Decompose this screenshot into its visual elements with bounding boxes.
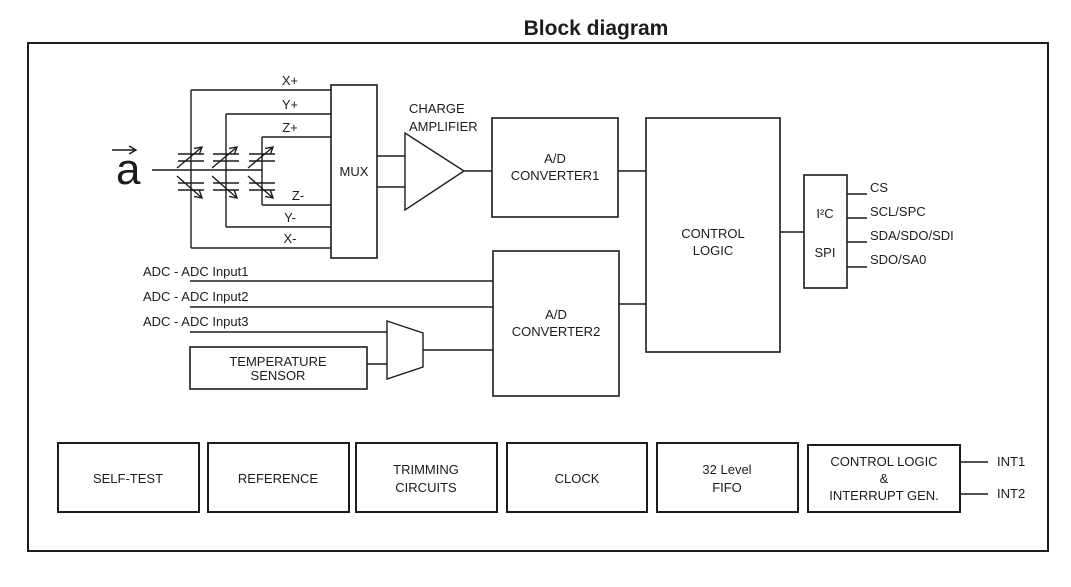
control-logic-label-1: CONTROL xyxy=(681,226,745,241)
sense-element-y xyxy=(211,146,239,199)
pin-label-scl: SCL/SPC xyxy=(870,204,926,219)
control-logic-block xyxy=(645,117,781,353)
interrupt-label-1: CONTROL LOGIC xyxy=(830,454,937,469)
charge-amplifier-label-2: AMPLIFIER xyxy=(409,119,478,134)
reference-block xyxy=(207,442,350,513)
vector-label: a xyxy=(116,145,141,194)
electrode-label-y-minus: Y- xyxy=(284,210,296,225)
adc-inputs: ADC - ADC Input1 ADC - ADC Input2 ADC - … xyxy=(143,264,493,333)
interrupt-pins: INT1 INT2 xyxy=(960,454,1025,501)
adc1-label-1: A/D xyxy=(544,151,566,166)
interface-block xyxy=(803,174,848,289)
control-logic-label-2: LOGIC xyxy=(693,243,733,258)
temperature-sensor-label-1: TEMPERATURE xyxy=(229,354,327,369)
electrode-label-x-minus: X- xyxy=(284,231,297,246)
fifo-label-2: FIFO xyxy=(712,480,742,495)
page-title: Block diagram xyxy=(524,17,669,40)
trimming-label-2: CIRCUITS xyxy=(395,480,457,495)
fifo-label-1: 32 Level xyxy=(702,462,751,477)
capacitor-arrow-icon xyxy=(211,146,239,169)
sense-bracket-x xyxy=(190,89,331,249)
capacitor-arrow-icon xyxy=(211,175,239,199)
input-mux-symbol xyxy=(386,320,424,380)
capacitor-arrow-icon xyxy=(176,175,204,199)
mux-block xyxy=(330,84,378,259)
charge-amplifier-symbol xyxy=(404,131,466,212)
bottom-row: SELF-TEST REFERENCE TRIMMING CIRCUITS CL… xyxy=(57,442,961,513)
sense-bracket-z xyxy=(261,136,331,206)
capacitor-arrow-icon xyxy=(247,175,275,199)
electrode-label-x-plus: X+ xyxy=(282,73,298,88)
interface-label-spi: SPI xyxy=(815,245,836,260)
int2-label: INT2 xyxy=(997,486,1025,501)
capacitor-arrow-icon xyxy=(176,146,204,169)
acceleration-vector: a xyxy=(112,145,262,194)
sense-element-z xyxy=(247,146,275,199)
clock-block xyxy=(506,442,648,513)
sense-element-x xyxy=(176,146,204,199)
int1-label: INT1 xyxy=(997,454,1025,469)
clock-label: CLOCK xyxy=(555,471,600,486)
pin-label-cs: CS xyxy=(870,180,888,195)
interrupt-label-3: INTERRUPT GEN. xyxy=(829,488,939,503)
electrode-label-z-plus: Z+ xyxy=(282,120,298,135)
adc1-block xyxy=(491,117,619,218)
electrode-labels: X+ Y+ Z+ Z- Y- X- xyxy=(282,73,304,246)
self-test-label: SELF-TEST xyxy=(93,471,163,486)
interface-label-i2c: I²C xyxy=(816,206,833,221)
self-test-block xyxy=(57,442,200,513)
electrode-label-y-plus: Y+ xyxy=(282,97,298,112)
adc-input2-label: ADC - ADC Input2 xyxy=(143,289,249,304)
mux-label: MUX xyxy=(340,164,369,179)
adc2-block xyxy=(492,250,620,397)
reference-label: REFERENCE xyxy=(238,471,319,486)
capacitor-arrow-icon xyxy=(247,146,275,169)
adc2-label-1: A/D xyxy=(545,307,567,322)
pin-label-sda: SDA/SDO/SDI xyxy=(870,228,954,243)
trimming-circuits-block xyxy=(355,442,498,513)
temperature-sensor-block xyxy=(189,346,368,390)
fifo-block xyxy=(656,442,799,513)
adc1-label-2: CONVERTER1 xyxy=(511,168,600,183)
interrupt-label-2: & xyxy=(880,471,889,486)
interrupt-block xyxy=(807,444,961,513)
adc2-label-2: CONVERTER2 xyxy=(512,324,601,339)
charge-amplifier-label-1: CHARGE xyxy=(409,101,465,116)
diagram-frame xyxy=(27,42,1049,552)
pin-label-sdo: SDO/SA0 xyxy=(870,252,926,267)
interface-pins: CS SCL/SPC SDA/SDO/SDI SDO/SA0 xyxy=(847,180,954,268)
adc-input3-label: ADC - ADC Input3 xyxy=(143,314,249,329)
temperature-sensor-label-2: SENSOR xyxy=(251,368,306,383)
sense-bracket-y xyxy=(225,113,331,228)
trimming-label-1: TRIMMING xyxy=(393,462,459,477)
electrode-label-z-minus: Z- xyxy=(292,188,304,203)
adc-input1-label: ADC - ADC Input1 xyxy=(143,264,249,279)
